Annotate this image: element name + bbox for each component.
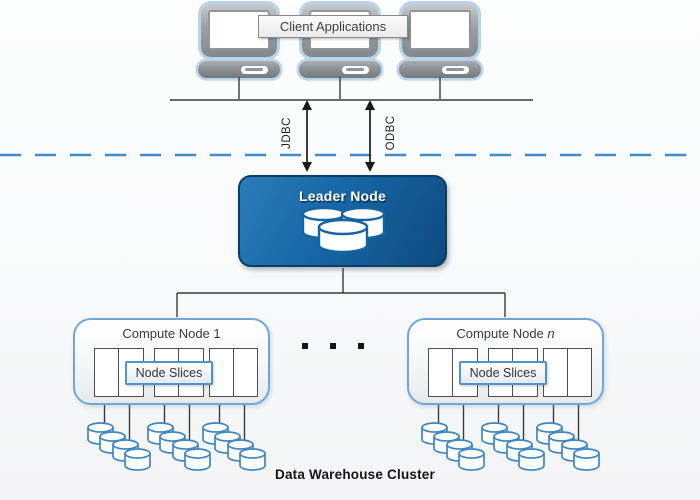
- ellipsis-dot: [302, 343, 308, 349]
- disk-cylinder-icon: [536, 427, 563, 445]
- disk-cylinder-icon: [573, 448, 600, 459]
- disk-cylinder-icon: [202, 422, 229, 433]
- database-cylinders-icon: [301, 206, 385, 254]
- disk-cylinder-icon: [446, 439, 473, 450]
- disk-cylinder-icon: [202, 427, 229, 445]
- disk-cylinder-icon: [518, 448, 545, 459]
- disk-cylinder-icon: [147, 422, 174, 433]
- disk-cylinder-icon: [112, 439, 139, 450]
- disk-cylinder-icon: [227, 439, 254, 450]
- jdbc-label: JDBC: [281, 117, 293, 149]
- disk-cylinder-icon: [112, 444, 139, 462]
- disk-cylinder-icon: [147, 427, 174, 445]
- leader-node: Leader Node: [238, 175, 447, 267]
- disk-cylinder-icon: [159, 431, 186, 442]
- disk-cylinder-icon: [561, 444, 588, 462]
- node-slice-pair: [543, 348, 592, 397]
- ellipsis-dot: [358, 343, 364, 349]
- disk-cylinder-icon: [481, 422, 508, 433]
- monitor-slot: [442, 65, 469, 74]
- ellipsis-dot: [330, 343, 336, 349]
- disk-cylinder-icon: [506, 439, 533, 450]
- disk-cylinder-icon: [421, 422, 448, 433]
- disk-cylinder-icon: [481, 427, 508, 445]
- disk-cylinder-icon: [214, 431, 241, 442]
- compute-node-1: Compute Node 1 Node Slices: [73, 318, 270, 405]
- node-slice: [429, 349, 453, 396]
- disk-cylinder-icon: [227, 444, 254, 462]
- disk-cylinder-icon: [433, 431, 460, 442]
- node-slice-pair: [209, 348, 258, 397]
- disk-cylinder-icon: [172, 444, 199, 462]
- disk-cylinder-icon: [239, 448, 266, 459]
- ellipsis-dots: [302, 343, 366, 351]
- disk-cylinder-icon: [548, 431, 575, 442]
- disk-cylinder-icon: [99, 431, 126, 442]
- disk-cylinder-icon: [433, 436, 460, 454]
- disk-cylinder-icon: [124, 453, 151, 471]
- monitor-slot: [241, 65, 268, 74]
- disk-cylinder-icon: [548, 436, 575, 454]
- monitor-screen: [409, 10, 471, 50]
- odbc-label: ODBC: [385, 115, 397, 151]
- jdbc-arrow: [302, 100, 312, 172]
- monitor-base: [198, 61, 280, 78]
- disk-cylinder-icon: [99, 436, 126, 454]
- leader-node-title: Leader Node: [299, 188, 386, 204]
- disk-cluster-icons: [87, 395, 600, 471]
- node-slice: [95, 349, 119, 396]
- disk-cylinder-icon: [421, 427, 448, 445]
- disk-cylinder-icon: [446, 444, 473, 462]
- disk-cylinder-icon: [124, 448, 151, 459]
- disk-cylinder-icon: [493, 431, 520, 442]
- compute-node-n: Compute Node n Node Slices: [407, 318, 604, 405]
- disk-cylinder-icon: [493, 436, 520, 454]
- disk-cylinder-icon: [87, 427, 114, 445]
- monitor-icon: [399, 4, 481, 78]
- disk-cylinder-icon: [172, 439, 199, 450]
- disk-cylinder-icon: [87, 422, 114, 433]
- monitor-frame: [402, 4, 478, 57]
- compute-node-title: Compute Node n: [456, 326, 555, 341]
- client-applications-label: Client Applications: [258, 15, 408, 38]
- cluster-caption: Data Warehouse Cluster: [275, 467, 435, 482]
- disk-cylinder-icon: [506, 444, 533, 462]
- node-slice: [544, 349, 568, 396]
- disk-cylinder-icon: [214, 436, 241, 454]
- node-slice: [568, 349, 592, 396]
- compute-node-title: Compute Node 1: [122, 326, 221, 341]
- disk-cylinder-icon: [573, 453, 600, 471]
- node-slice: [210, 349, 234, 396]
- disk-cylinder-icon: [518, 453, 545, 471]
- disk-cylinder-icon: [561, 439, 588, 450]
- odbc-arrow: [365, 100, 375, 172]
- monitor-slot: [342, 65, 369, 74]
- node-slices-label: Node Slices: [125, 361, 213, 385]
- node-slice-pair: [428, 348, 478, 397]
- disk-cylinder-icon: [184, 448, 211, 459]
- disk-cylinder-icon: [458, 448, 485, 459]
- node-slice: [234, 349, 258, 396]
- monitor-base: [299, 61, 381, 78]
- monitor-base: [399, 61, 481, 78]
- disk-cylinder-icon: [159, 436, 186, 454]
- disk-cylinder-icon: [536, 422, 563, 433]
- node-slices-label: Node Slices: [459, 361, 547, 385]
